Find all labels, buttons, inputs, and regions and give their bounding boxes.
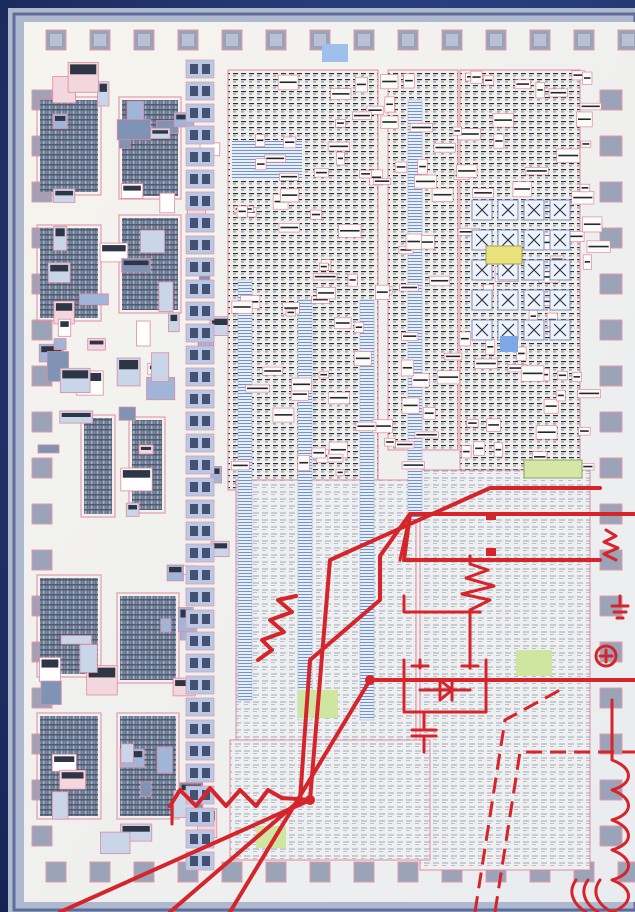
bond-pad bbox=[31, 549, 53, 571]
component-cluster bbox=[97, 81, 110, 107]
memory-array bbox=[84, 418, 112, 514]
memory-array-outline bbox=[118, 214, 182, 314]
memory-array bbox=[40, 100, 98, 192]
junction-node bbox=[486, 512, 496, 520]
bond-pad bbox=[45, 861, 67, 883]
die-edge bbox=[12, 12, 635, 912]
bond-pad bbox=[309, 861, 331, 883]
logic-region bbox=[419, 469, 591, 871]
circuit-blocks bbox=[36, 44, 611, 871]
ground-symbol bbox=[610, 594, 630, 620]
component-cluster bbox=[168, 312, 180, 333]
component-cluster bbox=[160, 618, 172, 633]
yellow-patch bbox=[485, 245, 523, 265]
inductor-coil bbox=[570, 878, 614, 912]
memory-array-outline bbox=[36, 712, 102, 820]
bond-pad bbox=[599, 181, 623, 203]
bond-pad bbox=[599, 319, 623, 341]
component-cluster bbox=[140, 229, 165, 254]
bond-pad bbox=[353, 861, 375, 883]
schematic-wire bbox=[398, 512, 412, 562]
bond-pad bbox=[599, 365, 623, 387]
bond-pad bbox=[599, 89, 623, 111]
resistor-symbol bbox=[256, 594, 298, 662]
component-cluster bbox=[40, 680, 62, 705]
component-cluster bbox=[151, 352, 170, 383]
bond-pad bbox=[599, 135, 623, 157]
resistor-symbol bbox=[602, 528, 620, 562]
schematic-wire bbox=[58, 486, 602, 912]
memory-array-outline bbox=[116, 712, 180, 820]
memory-array-outline bbox=[80, 414, 116, 518]
bus-column bbox=[237, 279, 253, 701]
memory-array-outline bbox=[116, 592, 180, 684]
diode-symbol bbox=[418, 678, 472, 702]
resistor-symbol bbox=[168, 786, 314, 808]
bond-pad bbox=[31, 411, 53, 433]
component-cluster bbox=[60, 635, 92, 645]
schematic-overlay bbox=[58, 486, 635, 912]
bond-pad bbox=[265, 861, 287, 883]
meter-symbol bbox=[598, 648, 614, 664]
bond-pad bbox=[221, 861, 243, 883]
bond-pad bbox=[89, 861, 111, 883]
component-cluster bbox=[136, 320, 151, 347]
memory-array-outline bbox=[36, 574, 102, 678]
schematic-wire bbox=[402, 658, 488, 714]
bond-pad bbox=[599, 825, 623, 847]
meter-symbol bbox=[594, 644, 618, 668]
component-cluster bbox=[116, 119, 151, 141]
component-cluster bbox=[210, 466, 222, 484]
junction-node bbox=[305, 795, 315, 805]
transistor-symbol bbox=[410, 658, 480, 670]
dashed-wire bbox=[473, 688, 561, 912]
junction-node bbox=[486, 548, 496, 556]
bond-pad bbox=[31, 319, 53, 341]
capacitor-symbol bbox=[410, 710, 438, 754]
bond-pad bbox=[31, 503, 53, 525]
schematic-wire bbox=[402, 594, 482, 614]
bond-pad bbox=[31, 457, 53, 479]
bond-pad bbox=[31, 825, 53, 847]
component-cluster bbox=[59, 410, 94, 424]
blue-patch bbox=[500, 336, 518, 352]
component-cluster bbox=[79, 644, 98, 673]
component-cluster bbox=[53, 338, 67, 351]
component-cluster bbox=[51, 791, 69, 820]
bond-pad bbox=[599, 273, 623, 295]
component-cluster bbox=[158, 281, 174, 312]
component-cluster bbox=[126, 100, 145, 121]
resistor-symbol bbox=[460, 562, 496, 612]
blue-patch bbox=[322, 44, 348, 62]
component-cluster bbox=[118, 406, 136, 421]
component-cluster bbox=[100, 831, 131, 855]
bond-pad bbox=[397, 861, 419, 883]
green-patch bbox=[516, 650, 552, 676]
memory-array bbox=[132, 420, 162, 510]
memory-array bbox=[120, 596, 176, 680]
memory-array-outline bbox=[128, 416, 166, 514]
dashed-wire bbox=[493, 750, 635, 912]
component-cluster bbox=[79, 293, 109, 306]
component-cluster bbox=[37, 444, 60, 454]
bus-column bbox=[297, 299, 313, 721]
inductor-coil bbox=[610, 698, 630, 912]
bond-pad bbox=[599, 411, 623, 433]
junction-node bbox=[365, 675, 375, 685]
component-cluster bbox=[140, 781, 152, 797]
component-cluster bbox=[156, 746, 173, 774]
component-cluster bbox=[159, 192, 176, 214]
component-cluster bbox=[120, 743, 134, 764]
bond-pad bbox=[599, 457, 623, 479]
green-label-patch bbox=[523, 459, 583, 479]
